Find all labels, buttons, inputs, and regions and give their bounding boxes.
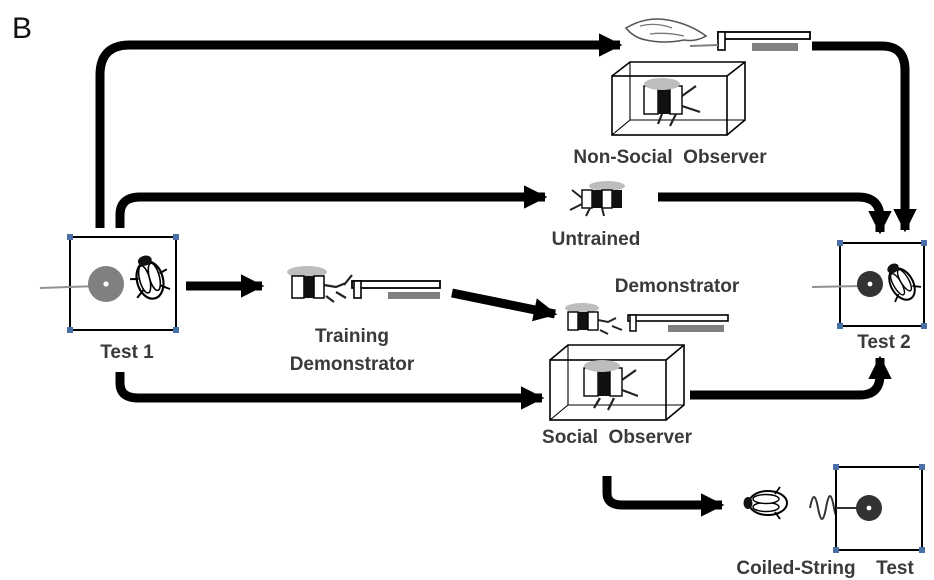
nonsocial-observer-box: [611, 61, 746, 136]
label-demonstrator: Demonstrator: [615, 276, 740, 297]
test1-arena: [39, 234, 179, 333]
arrow-test1-to-nonsocial: [95, 33, 623, 228]
social-observer-box: [549, 344, 685, 421]
coiled-string-arena: [743, 464, 925, 553]
corner-markers: [833, 464, 925, 553]
label-coiled-test: Test: [876, 558, 914, 579]
bee-icon: [887, 263, 922, 303]
label-nonsocial-observer: Non-Social Observer: [573, 147, 767, 168]
label-social-observer: Social Observer: [542, 427, 693, 448]
panel-letter: B: [12, 12, 32, 45]
label-coiled-string: Coiled-String: [736, 558, 855, 579]
label-test1: Test 1: [100, 342, 154, 363]
arrow-test1-to-untrained: [115, 185, 548, 228]
arrow-social-to-coiled: [602, 476, 725, 517]
nonsocial-hand-icon: [624, 18, 708, 43]
nonsocial-string-apparatus: [689, 31, 811, 51]
demonstrator-illustration: [565, 303, 729, 335]
bee-icon: [130, 255, 171, 300]
arrow-test1-to-social: [115, 372, 545, 410]
bee-icon: [743, 486, 788, 520]
label-training-line1: Training: [315, 326, 389, 347]
label-untrained: Untrained: [552, 229, 641, 250]
label-training-line2: Demonstrator: [290, 354, 415, 375]
corner-markers: [67, 234, 179, 333]
arrow-training-to-demonstrator: [451, 288, 558, 322]
flow-arrows: [95, 33, 917, 517]
arrow-social-to-test2: [690, 355, 892, 400]
arrow-nonsocial-to-test2: [812, 41, 917, 233]
string: [811, 285, 863, 288]
untrained-bee-illustration: [569, 181, 625, 217]
training-demonstrator-illustration: [287, 266, 441, 303]
arrow-untrained-to-test2: [658, 192, 892, 235]
test2-arena: [811, 240, 927, 329]
corner-markers: [837, 240, 927, 329]
label-test2: Test 2: [857, 332, 911, 353]
